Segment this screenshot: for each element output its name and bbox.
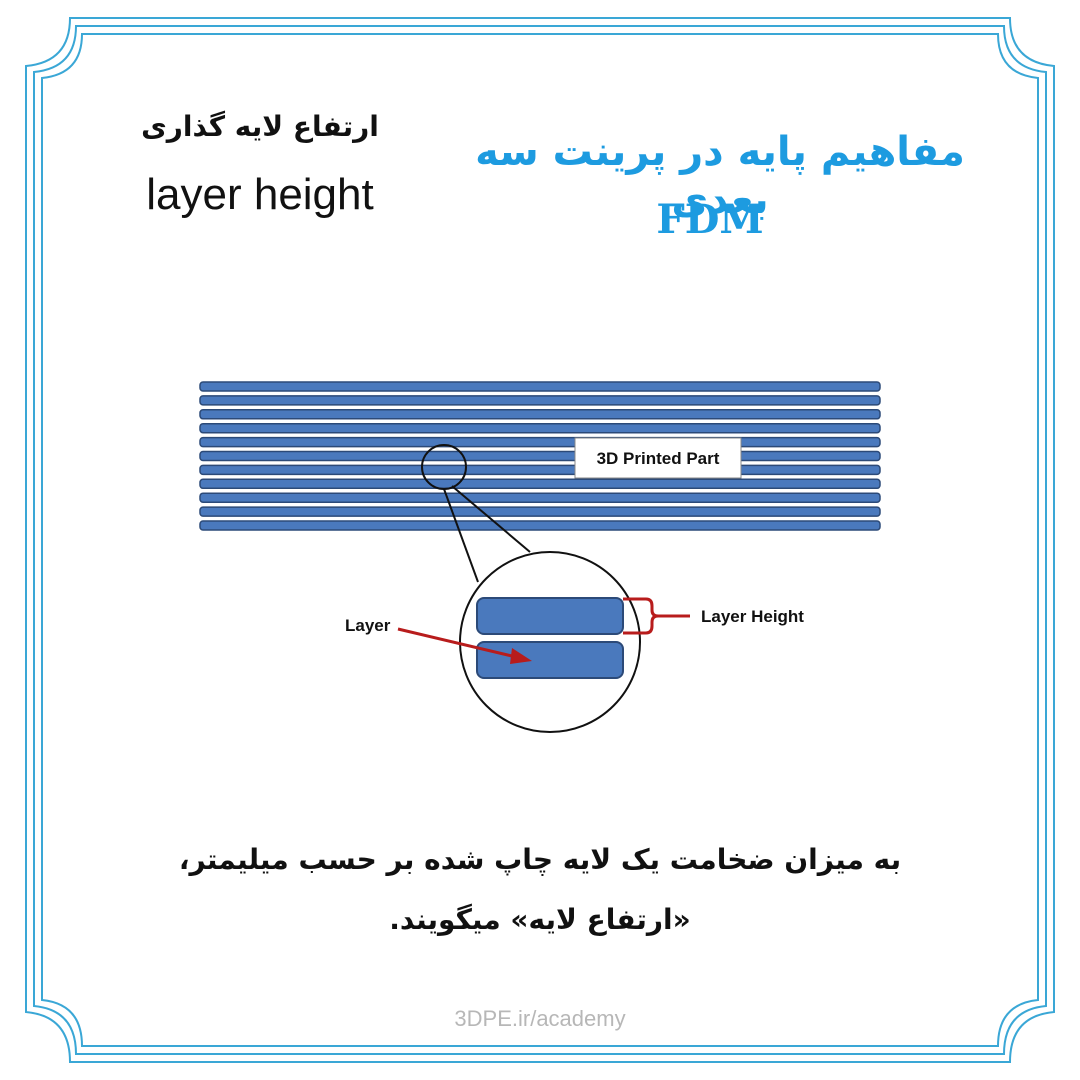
printed-layer	[199, 492, 881, 503]
magnifier-line-left	[443, 488, 479, 583]
description-line-1: به میزان ضخامت یک لایه چاپ شده بر حسب می…	[178, 843, 902, 876]
magnified-layer-top	[476, 597, 624, 635]
printed-layer	[199, 436, 881, 448]
magnified-layer-bottom	[476, 641, 624, 679]
layer-label: Layer	[345, 616, 391, 635]
magnifier-line-right	[451, 485, 531, 553]
printed-layer	[199, 395, 881, 406]
topic-title-english: layer height	[146, 170, 374, 219]
printed-layer	[199, 464, 881, 476]
printed-layer	[199, 409, 881, 420]
footer-url[interactable]: 3DPE.ir/academy	[454, 1006, 626, 1031]
printed-layer	[199, 520, 881, 531]
layer-height-diagram: 3D Printed Part Layer Height Layer	[199, 381, 881, 733]
description-line-2: «ارتفاع لایه» میگویند.	[389, 903, 691, 936]
layer-arrow-line	[397, 627, 517, 659]
topic-title-persian: ارتفاع لایه گذاری	[141, 110, 379, 143]
page-title-fdm: FDM	[656, 196, 764, 243]
printed-layer	[199, 450, 881, 462]
layer-height-label: Layer Height	[701, 607, 804, 626]
printed-layer	[199, 381, 881, 392]
part-label-box	[574, 437, 742, 479]
printed-layer	[199, 506, 881, 517]
printed-layer	[199, 478, 881, 490]
part-label: 3D Printed Part	[597, 449, 720, 468]
layer-arrow-head	[510, 648, 532, 664]
printed-layer	[199, 422, 881, 434]
printed-part-layers	[199, 381, 881, 531]
page-title-persian: مفاهیم پایه در پرینت سه بعدی	[475, 129, 965, 223]
